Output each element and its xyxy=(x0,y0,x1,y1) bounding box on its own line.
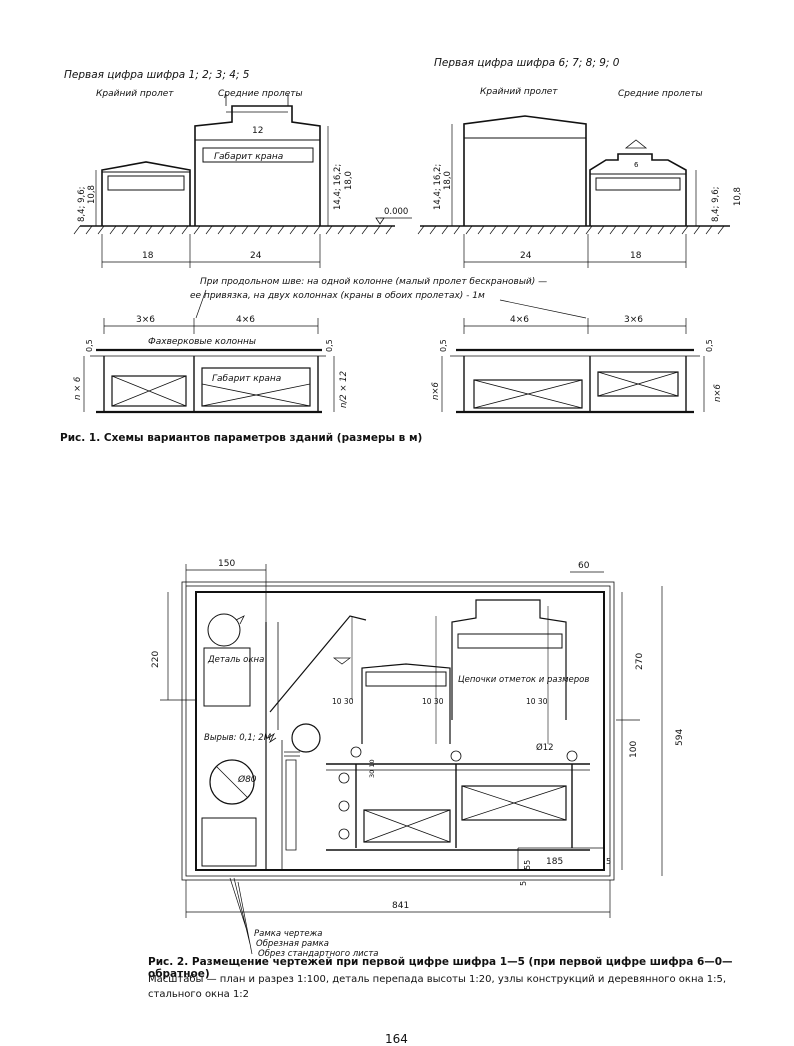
fig2-dim-5a: 5 xyxy=(606,857,611,866)
fig1-right-mid-spans-label: Средние пролеты xyxy=(618,89,703,99)
fig1-right-height-large-total: 18,0 xyxy=(443,171,453,190)
fig1-plan-right-side-right: n×6 xyxy=(713,383,723,402)
fig1-plan-right-offset-right: 0,5 xyxy=(705,339,714,352)
fig2-detail-window: Деталь окна xyxy=(207,655,264,665)
fig1-right-height-small-total: 10,8 xyxy=(733,187,743,206)
fig2-dim-60: 60 xyxy=(578,561,590,571)
fig2-d1030c: 10 30 xyxy=(526,697,548,706)
fig2-caption: Рис. 2. Размещение чертежей при первой ц… xyxy=(148,956,733,980)
fig1-left-plan: 3×6 4×6 Фахверковые колонны Габарит кран… xyxy=(73,315,349,414)
fig1-left-lantern-width: 12 xyxy=(252,126,263,136)
fig2-diameter-80: Ø80 xyxy=(237,774,257,785)
fig2-dim-841: 841 xyxy=(392,901,409,911)
fig1-right-span-large: 24 xyxy=(520,251,532,261)
fig2-dim-594: 594 xyxy=(675,729,685,746)
fig2-chain-label: Цепочки отметок и размеров xyxy=(458,675,589,685)
fig1-left-height-large-total: 18,0 xyxy=(344,171,354,190)
fig2-dim-100: 100 xyxy=(629,741,639,758)
fig1-plan-left-side-left: n × 6 xyxy=(73,376,83,400)
fig1-left-height-small-total: 10,8 xyxy=(87,185,97,204)
fig1-left-mid-spans-label: Средние пролеты xyxy=(218,89,303,99)
fig1-plan-left-dim-a: 3×6 xyxy=(136,315,155,325)
fig1-right-span-small: 18 xyxy=(630,251,642,261)
fig1-right-end-span-label: Крайний пролет xyxy=(480,87,558,97)
fig1-plan-left-offset-right: 0,5 xyxy=(325,339,334,352)
fig1-left-section: Первая цифра шифра 1; 2; 3; 4; 5 Крайний… xyxy=(64,69,412,268)
fig2-scales: Масштабы — план и разрез 1:100, деталь п… xyxy=(148,974,727,1000)
fig1-right-heading: Первая цифра шифра 6; 7; 8; 9; 0 xyxy=(434,57,620,69)
fig1-plan-right-offset-left: 0,5 xyxy=(439,339,448,352)
fig1-right-plan: 4×6 3×6 0,5 0,5 n×6 n×6 xyxy=(431,315,723,414)
fig2-sheet-layout: 150 60 220 270 594 100 841 55 185 5 5 Де… xyxy=(151,559,685,959)
fig1-plan-right-dim-b: 3×6 xyxy=(624,315,643,325)
fig2-d1030b: 10 30 xyxy=(422,697,444,706)
fig2-cut-label: Вырыв: 0,1; 2М xyxy=(204,733,272,743)
fig2-dim-185: 185 xyxy=(546,857,563,867)
fig2-dim-5b: 5 xyxy=(519,881,528,886)
fig1-left-crane-label: Габарит крана xyxy=(214,152,283,162)
fig2-dim-150: 150 xyxy=(218,559,235,569)
fig1-plan-left-crane-label: Габарит крана xyxy=(212,374,281,384)
fig1-left-level: 0.000 xyxy=(384,207,408,217)
fig1-note-line2: ее привязка, на двух колоннах (краны в о… xyxy=(190,291,485,301)
fig1-plan-left-columns-label: Фахверковые колонны xyxy=(148,337,256,347)
fig1-right-heights-small: 8,4; 9,6; xyxy=(711,187,721,222)
fig1-note-line1: При продольном шве: на одной колонне (ма… xyxy=(200,277,547,287)
fig1-left-heights-large: 14,4; 16,2; xyxy=(333,164,343,210)
fig2-frame1: Рамка чертежа xyxy=(254,929,323,939)
fig2-frame3: Обрез стандартного листа xyxy=(258,949,379,959)
fig2-diameter-12: Ø12 xyxy=(536,742,554,753)
fig1-left-end-span-label: Крайний пролет xyxy=(96,89,174,99)
fig1-plan-left-dim-b: 4×6 xyxy=(236,315,255,325)
fig1-right-heights-large: 14,4; 16,2; xyxy=(433,164,443,210)
fig1-plan-right-side-left: n×6 xyxy=(431,381,441,400)
fig1-plan-right-dim-a: 4×6 xyxy=(510,315,529,325)
page-number: 164 xyxy=(385,1032,408,1046)
fig2-small-dims: 30 10 xyxy=(368,759,376,778)
fig2-dim-55: 55 xyxy=(523,860,532,870)
fig2-d1030a: 10 30 xyxy=(332,697,354,706)
fig1-right-section: Первая цифра шифра 6; 7; 8; 9; 0 Крайний… xyxy=(417,57,743,268)
fig2-dim-220: 220 xyxy=(151,651,161,668)
fig1-left-heading: Первая цифра шифра 1; 2; 3; 4; 5 xyxy=(64,69,250,81)
fig1-right-small-mark: 6 xyxy=(634,161,639,169)
fig1-plan-left-offset-left: 0,5 xyxy=(85,339,94,352)
fig1-caption: Рис. 1. Схемы вариантов параметров здани… xyxy=(60,432,423,444)
fig1-plan-left-side-right: n/2 × 12 xyxy=(339,371,349,408)
fig2-frame2: Обрезная рамка xyxy=(256,939,329,949)
fig2-dim-270: 270 xyxy=(635,653,645,670)
fig1-left-span-large: 24 xyxy=(250,251,262,261)
fig1-left-heights-small: 8,4; 9,6; xyxy=(77,187,87,222)
fig1-left-span-small: 18 xyxy=(142,251,154,261)
